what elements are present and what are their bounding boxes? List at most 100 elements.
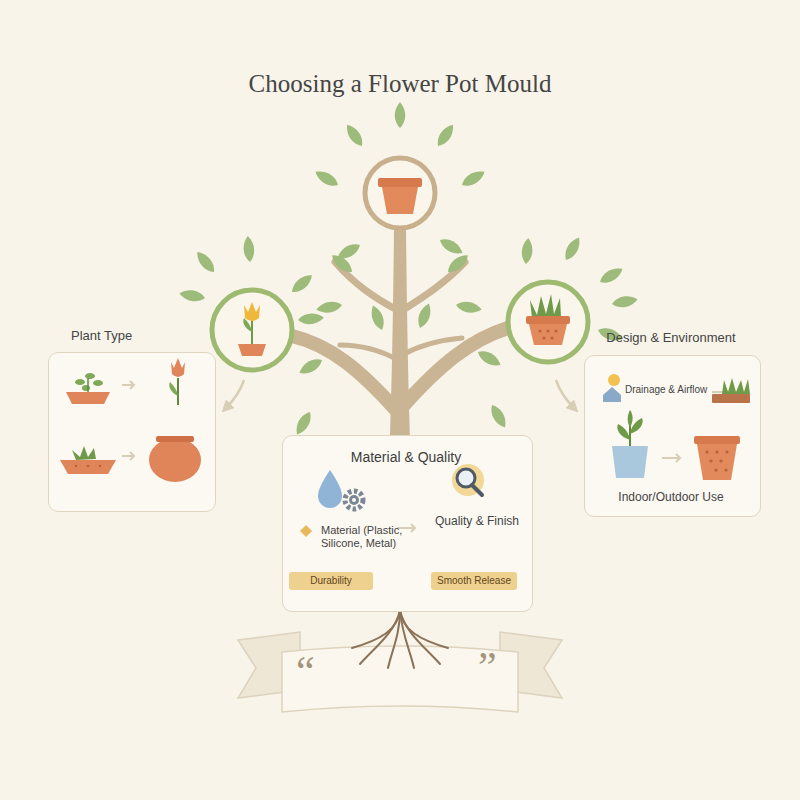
- category-box: Plant Type: [48, 352, 216, 512]
- leaf: [459, 167, 487, 189]
- plant-type-icons: [75, 373, 103, 391]
- leaf: [289, 271, 316, 296]
- leaf: [243, 236, 256, 263]
- design-icons: [705, 450, 708, 453]
- leaf: [329, 251, 356, 276]
- box-heading: Plant Type: [71, 328, 132, 344]
- design-icons: [715, 450, 718, 453]
- leaf: [298, 313, 325, 326]
- tree-roots: [352, 610, 448, 668]
- plant-type-icons: [72, 446, 96, 460]
- leaf: [178, 288, 205, 303]
- box-fill: [48, 352, 761, 612]
- plant-type-icons: [60, 460, 116, 474]
- badge-label: Durability: [310, 575, 352, 587]
- leaf: [455, 300, 482, 315]
- material-icons: [352, 498, 356, 502]
- plant-type-icons: [85, 373, 95, 379]
- plant-type-icons: [99, 465, 102, 468]
- tree-leaves: [178, 102, 638, 437]
- leaf: [297, 355, 325, 377]
- badge: Smooth Release: [431, 572, 517, 590]
- leaf: [193, 249, 218, 276]
- leaf: [597, 264, 625, 286]
- plant-type-icons: [75, 465, 78, 468]
- plant-type-icons: [60, 358, 201, 482]
- tulip-icon: [251, 320, 253, 345]
- box-fill: [584, 355, 761, 517]
- leaf: [368, 304, 387, 332]
- leaf: [434, 122, 458, 149]
- quote-mark: “: [296, 650, 315, 692]
- leaf: [445, 251, 472, 276]
- plant-type-icons: [122, 452, 134, 460]
- leaf: [437, 235, 465, 257]
- leaf: [343, 122, 367, 149]
- branch-circles: [508, 282, 588, 362]
- diagram-title: Choosing a Flower Pot Mould: [0, 70, 800, 98]
- tree-trunk: [340, 345, 398, 360]
- succulent-pot-icon: [547, 330, 550, 333]
- design-icons: [709, 459, 712, 462]
- succulent-pot-icon: [551, 337, 554, 340]
- design-icons: [694, 436, 740, 444]
- material-icons: [349, 495, 359, 505]
- item-label: Indoor/Outdoor Use: [585, 490, 757, 504]
- item-label: Quality & Finish: [429, 514, 525, 528]
- category-box: Material & QualityMaterial (Plastic, Sil…: [282, 435, 533, 612]
- box-fill: [48, 352, 216, 512]
- item-label: Material (Plastic, Silicone, Metal): [321, 524, 413, 550]
- plant-type-icons: [177, 378, 179, 405]
- succulent-pot-icon: [543, 337, 546, 340]
- plant-type-icons: [66, 392, 110, 404]
- leaf: [415, 302, 434, 330]
- tree-trunk: [292, 262, 508, 410]
- pot-icon: [378, 178, 422, 187]
- leaf: [395, 102, 406, 128]
- category-box: Design & EnvironmentDrainage & AirflowIn…: [584, 355, 761, 517]
- design-icons: [712, 394, 750, 403]
- leaf: [487, 402, 509, 430]
- design-icons: [662, 454, 680, 462]
- material-icons: [452, 464, 484, 496]
- branch-circles: [365, 158, 435, 228]
- plant-type-icons: [156, 436, 194, 442]
- tree-trunk: [402, 338, 462, 355]
- design-icons: [724, 468, 727, 471]
- plant-type-icons: [82, 385, 90, 391]
- branch-arrow: [556, 380, 574, 408]
- plant-type-icons: [122, 381, 134, 389]
- design-icons: [603, 374, 750, 480]
- item-label: Drainage & Airflow: [625, 384, 707, 396]
- pot-icon: [382, 187, 418, 214]
- leaf: [315, 300, 342, 315]
- plant-type-icons: [93, 380, 103, 386]
- design-icons: [719, 459, 722, 462]
- design-icons: [612, 446, 648, 478]
- design-icons: [705, 450, 728, 471]
- box-heading: Design & Environment: [571, 330, 771, 346]
- plant-type-icons: [169, 382, 178, 396]
- succulent-pot-icon: [539, 330, 558, 340]
- badge: Durability: [289, 572, 373, 590]
- plant-type-icons: [87, 378, 89, 392]
- succulent-pot-icon: [530, 294, 561, 318]
- design-icons: [725, 450, 728, 453]
- design-icons: [697, 444, 737, 480]
- design-icons: [603, 387, 621, 402]
- design-icons: [617, 410, 642, 440]
- design-icons: [714, 468, 717, 471]
- tulip-icon: [244, 302, 260, 321]
- plant-type-icons: [75, 379, 85, 385]
- branch-arrow: [226, 380, 574, 408]
- leaf: [292, 409, 314, 437]
- design-icons: [629, 425, 631, 448]
- tree-roots: [388, 610, 400, 668]
- material-icons: [300, 525, 312, 537]
- leaf: [475, 347, 503, 369]
- succulent-pot-icon: [526, 294, 570, 345]
- branch-circles: [212, 158, 588, 370]
- plant-type-icons: [75, 465, 102, 468]
- succulent-pot-icon: [526, 316, 570, 324]
